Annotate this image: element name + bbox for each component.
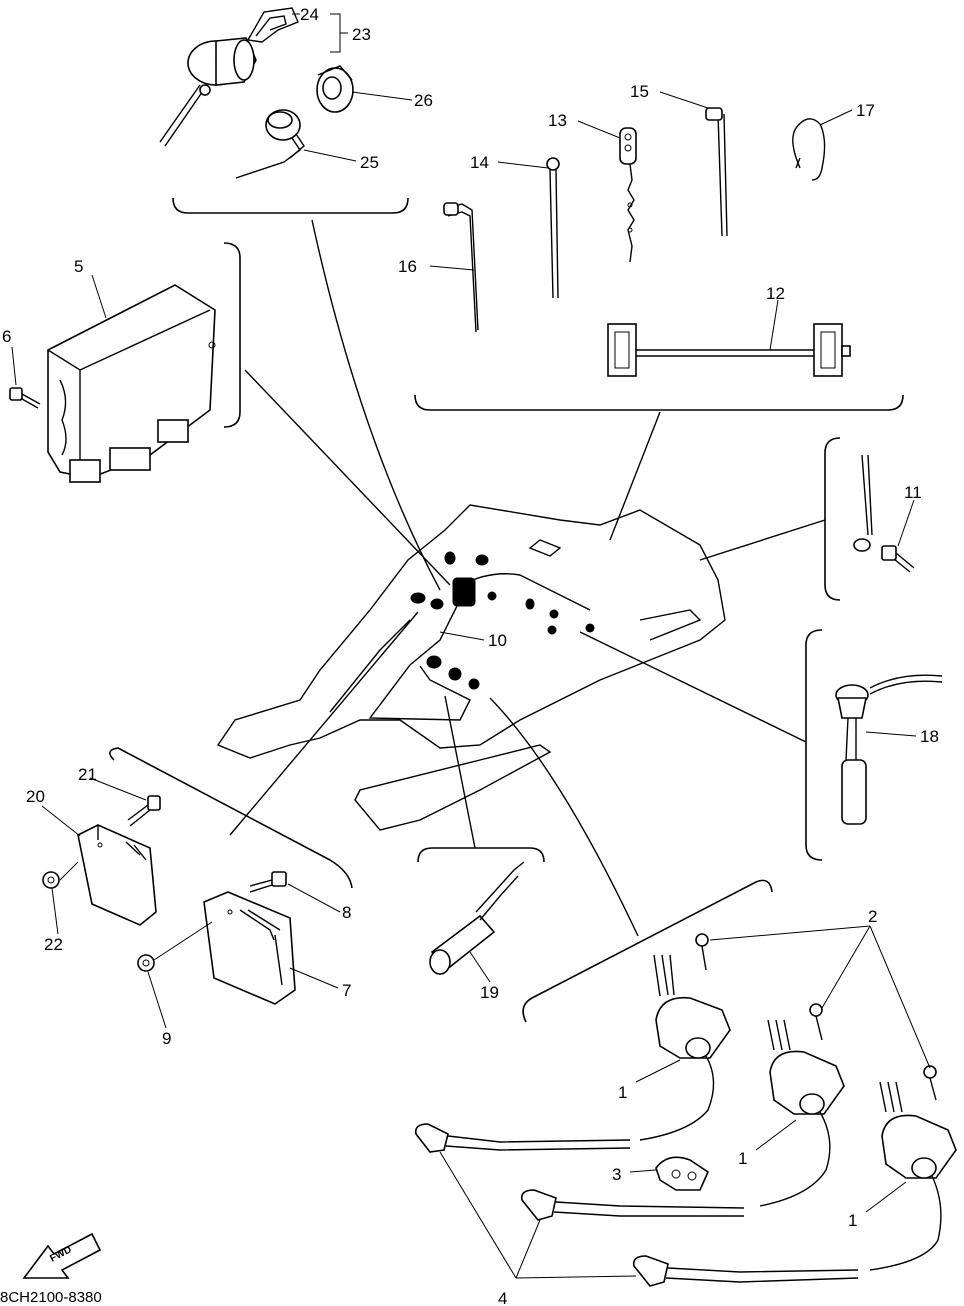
label-11: 11 <box>904 483 922 502</box>
label-1b: 1 <box>738 1149 747 1168</box>
label-15: 15 <box>630 82 649 101</box>
plug-cap-4a <box>414 1123 631 1153</box>
band-16 <box>443 202 479 333</box>
main-switch <box>159 37 257 147</box>
key <box>246 7 299 43</box>
group-bracket-bottom-left <box>109 747 353 889</box>
ignition-coil-group <box>414 879 957 1287</box>
clamp-3 <box>655 1156 710 1191</box>
label-18: 18 <box>920 727 939 746</box>
screw-2b <box>809 1003 823 1041</box>
unit-group-bottom-left <box>42 747 353 1005</box>
band-15 <box>705 107 728 237</box>
label-14: 14 <box>470 153 489 172</box>
label-1c: 1 <box>848 1211 857 1230</box>
group-bracket-top-right <box>414 394 904 411</box>
snowmobile-body <box>216 504 726 831</box>
label-12: 12 <box>766 284 785 303</box>
group-bracket-19 <box>417 847 545 863</box>
label-10: 10 <box>488 631 507 650</box>
bolt-6 <box>9 387 41 409</box>
label-8: 8 <box>342 903 351 922</box>
label-13: 13 <box>548 111 567 130</box>
label-16: 16 <box>398 257 417 276</box>
label-3: 3 <box>612 1165 621 1184</box>
harness-clamp-group <box>414 107 904 411</box>
bolt-8 <box>249 871 287 893</box>
group-bracket-top-left <box>172 197 409 214</box>
ground-lead-11 <box>824 437 915 601</box>
main-switch-group <box>159 7 409 214</box>
switch-nut-26 <box>316 65 354 113</box>
part-number-labels: 5 6 24 23 26 25 15 13 14 16 17 12 11 18 … <box>2 5 939 1306</box>
clip-17 <box>792 118 826 181</box>
label-24: 24 <box>300 5 319 24</box>
plug-cap-4b <box>520 1189 745 1221</box>
group-bracket-coils <box>522 879 773 1023</box>
ignition-coil-1c <box>869 1081 957 1271</box>
nut-22 <box>42 871 60 889</box>
band-14 <box>546 157 560 299</box>
label-17: 17 <box>856 101 875 120</box>
plug-cap-4c <box>632 1255 859 1287</box>
label-26: 26 <box>414 91 433 110</box>
label-9: 9 <box>162 1029 171 1048</box>
label-19: 19 <box>480 983 499 1002</box>
label-22: 22 <box>44 935 63 954</box>
label-6: 6 <box>2 327 11 346</box>
condenser-19 <box>417 847 545 975</box>
screw-2a <box>695 933 709 971</box>
unit-7 <box>203 891 296 1005</box>
drawing-code: 8CH2100-8380 <box>0 1289 102 1306</box>
ecu-unit-5 <box>47 242 241 483</box>
unit-20 <box>77 824 157 926</box>
bolt-21 <box>127 795 161 827</box>
leader-lines <box>229 219 826 937</box>
nut-9 <box>137 954 155 972</box>
callout-leaders <box>11 13 931 1279</box>
screw-2c <box>923 1065 937 1101</box>
label-20: 20 <box>26 787 45 806</box>
label-21: 21 <box>78 765 97 784</box>
label-7: 7 <box>342 981 351 1000</box>
ignition-coil-1a <box>639 954 731 1141</box>
fwd-arrow: FWD <box>22 1232 102 1279</box>
group-bracket-ecu <box>223 242 241 428</box>
label-23: 23 <box>352 25 371 44</box>
group-bracket-18 <box>805 629 823 861</box>
label-1a: 1 <box>618 1083 627 1102</box>
sensor-18 <box>805 629 943 861</box>
sensor-25 <box>235 109 305 179</box>
label-2: 2 <box>868 907 877 926</box>
connector-13 <box>619 127 637 263</box>
label-5: 5 <box>74 257 83 276</box>
group-bracket-11 <box>824 437 841 601</box>
label-25: 25 <box>360 153 379 172</box>
label-4: 4 <box>498 1289 507 1306</box>
holder-12 <box>607 323 851 377</box>
ignition-coil-1b <box>759 1019 845 1207</box>
